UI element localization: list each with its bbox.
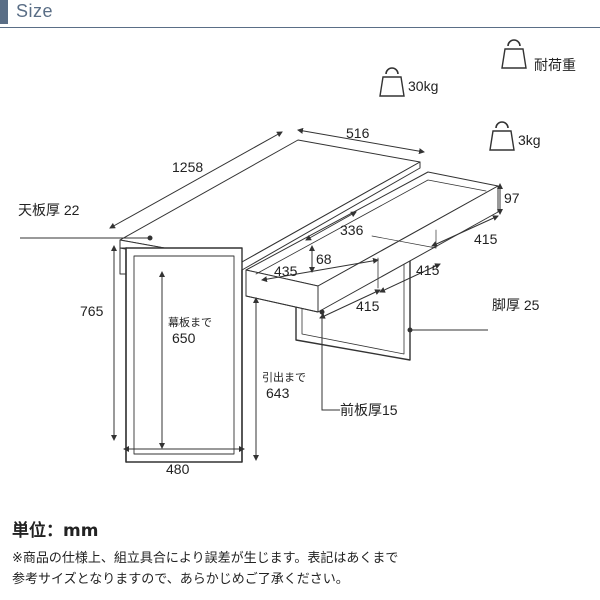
dim-height: 765	[80, 303, 104, 319]
dim-drawer-width: 435	[274, 263, 298, 279]
dim-drawer-depth-c: 415	[356, 298, 380, 314]
dim-drawer-inner-width: 336	[340, 222, 364, 238]
dim-drawer-height: 97	[504, 190, 520, 206]
legend-label: 耐荷重	[534, 57, 576, 73]
weight-icon-drawer	[489, 121, 515, 151]
left-leg-frame	[125, 247, 243, 463]
weight-icon-legend	[501, 39, 527, 69]
unit-label: 単位：mm	[12, 521, 99, 541]
dim-leg-thickness: 脚厚 25	[492, 297, 540, 313]
dim-modesty-value: 650	[172, 330, 196, 346]
dim-leg-depth: 480	[166, 461, 190, 477]
header-rule	[0, 27, 600, 28]
load-drawer-label: 3kg	[518, 132, 541, 148]
dim-drawer-inner-height: 68	[316, 251, 332, 267]
desk-outline	[119, 139, 499, 463]
header-accent-bar	[0, 0, 8, 24]
section-title: Size	[16, 1, 54, 21]
dim-top-thickness: 天板厚 22	[18, 202, 80, 218]
dim-top-depth: 516	[346, 125, 370, 141]
dim-width: 1258	[172, 159, 203, 175]
section-header: Size	[0, 0, 600, 28]
load-top-label: 30kg	[408, 78, 438, 94]
weight-icon-top	[379, 67, 405, 97]
note-line-2: 参考サイズとなりますので、あらかじめご了承ください。	[12, 572, 349, 587]
dim-modesty-label: 幕板まで	[168, 315, 212, 329]
dim-drawer-depth-a: 415	[474, 231, 498, 247]
note-line-1: ※商品の仕様上、組立具合により誤差が生じます。表記はあくまで	[12, 551, 399, 566]
dimension-lines	[20, 127, 503, 461]
dim-front-thickness: 前板厚15	[340, 402, 398, 418]
dim-pull-value: 643	[266, 385, 290, 401]
dim-pull-label: 引出まで	[262, 370, 306, 384]
dim-drawer-depth-b: 415	[416, 262, 440, 278]
